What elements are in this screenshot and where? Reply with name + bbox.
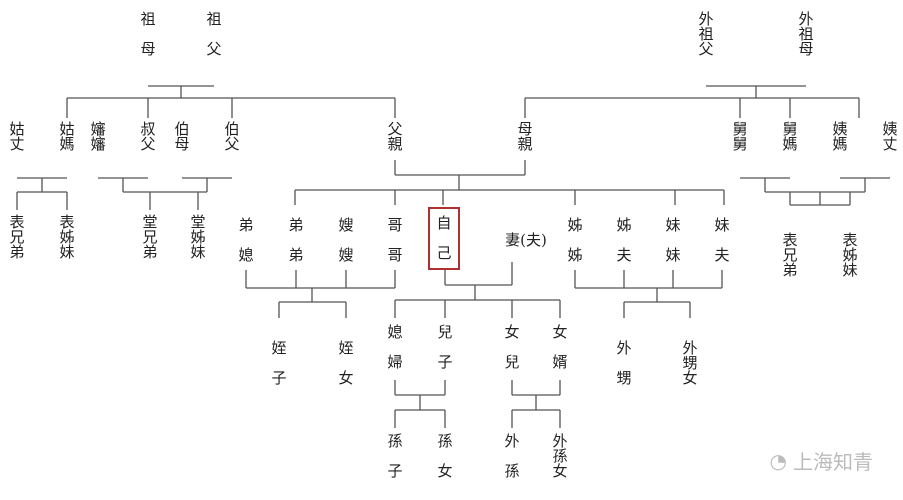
kin-shenshen: 嬸 嬸 [88, 122, 108, 152]
kin-shufu-label: 叔 父 [140, 120, 156, 153]
kin-biaozimei-left: 表 姊 妹 [57, 215, 77, 260]
kin-biaoxiongdi-left: 表 兄 弟 [7, 215, 27, 260]
kin-yizhang-label: 姨 丈 [882, 120, 898, 153]
kin-self: 自 己 [428, 207, 460, 270]
wechat-icon: ◔ [769, 448, 787, 473]
kin-tangzimei-label: 堂 姊 妹 [190, 213, 206, 261]
kin-meifu-label: 妹 夫 [714, 216, 730, 264]
kin-jiefu: 姊 夫 [614, 218, 634, 263]
kin-zhizi: 姪 子 [269, 341, 289, 386]
kin-zufu: 祖 父 [204, 12, 224, 57]
kin-gumama: 姑 媽 [57, 122, 77, 152]
kin-meimei-label: 妹 妹 [665, 216, 681, 264]
kin-jiujiu: 舅 舅 [730, 122, 750, 152]
kin-nuer: 女 兒 [502, 325, 522, 370]
kin-sunnu: 孫 女 [435, 434, 455, 479]
watermark-text: 上海知青 [793, 450, 873, 474]
kin-shufu: 叔 父 [138, 122, 158, 152]
kin-gege: 哥 哥 [385, 218, 405, 263]
kin-sunzi: 孫 子 [385, 434, 405, 479]
kin-didi-label: 弟 弟 [288, 216, 304, 264]
kin-xifu-label: 媳 婦 [387, 323, 403, 371]
kin-waisun: 外 孫 [502, 434, 522, 479]
kin-zhizi-label: 姪 子 [271, 339, 287, 387]
kin-bomu-label: 伯 母 [174, 120, 190, 153]
kin-waisun-label: 外 孫 [504, 432, 520, 480]
kin-yima: 姨 媽 [830, 122, 850, 152]
kin-jiuma-label: 舅 媽 [782, 120, 798, 153]
kin-waisunnu: 外 孫 女 [550, 434, 570, 479]
kin-spouse-label: 妻(夫) [505, 231, 547, 249]
kin-waizufu: 外 祖 父 [696, 12, 716, 57]
kin-dixifu-label: 弟 媳 [238, 216, 254, 264]
kin-biaoxiongdi-right-label: 表 兄 弟 [782, 231, 798, 279]
kin-jiejie: 姊 姊 [565, 218, 585, 263]
kin-meifu: 妹 夫 [712, 218, 732, 263]
kin-jiefu-label: 姊 夫 [616, 216, 632, 264]
kin-waizumu-label: 外 祖 母 [798, 10, 814, 58]
kin-tangzimei: 堂 姊 妹 [188, 215, 208, 260]
kin-waishengnu: 外 甥 女 [680, 341, 700, 386]
kin-meimei: 妹 妹 [663, 218, 683, 263]
kin-zhinu: 姪 女 [336, 341, 356, 386]
kin-gege-label: 哥 哥 [387, 216, 403, 264]
kin-bofu-label: 伯 父 [224, 120, 240, 153]
kin-biaoxiongdi-right: 表 兄 弟 [780, 233, 800, 278]
kin-bomu: 伯 母 [172, 122, 192, 152]
kin-tangxiongdi: 堂 兄 弟 [140, 215, 160, 260]
kin-muqin-label: 母 親 [517, 120, 533, 153]
kin-tangxiongdi-label: 堂 兄 弟 [142, 213, 158, 261]
kin-fuqin: 父 親 [385, 122, 405, 152]
kin-waisheng-label: 外 甥 [616, 339, 632, 387]
kin-fuqin-label: 父 親 [387, 120, 403, 153]
kin-erzi: 兒 子 [435, 325, 455, 370]
kin-waisheng: 外 甥 [614, 341, 634, 386]
kin-bofu: 伯 父 [222, 122, 242, 152]
watermark: ◔ 上海知青 [770, 446, 873, 475]
kin-sunzi-label: 孫 子 [387, 432, 403, 480]
kin-didi: 弟 弟 [286, 218, 306, 263]
kin-jiuma: 舅 媽 [780, 122, 800, 152]
kin-saosao: 嫂 嫂 [336, 218, 356, 263]
kin-biaoxiongdi-left-label: 表 兄 弟 [9, 213, 25, 261]
kin-yima-label: 姨 媽 [832, 120, 848, 153]
kin-gumama-label: 姑 媽 [59, 120, 75, 153]
kin-jiejie-label: 姊 姊 [567, 216, 583, 264]
kin-muqin: 母 親 [515, 122, 535, 152]
kin-self-label: 自 己 [436, 214, 452, 262]
kin-nuxu-label: 女 婿 [552, 323, 568, 371]
kin-guzhang-label: 姑 丈 [9, 120, 25, 153]
kin-yizhang: 姨 丈 [880, 122, 900, 152]
kin-sunnu-label: 孫 女 [437, 432, 453, 480]
kin-waizufu-label: 外 祖 父 [698, 10, 714, 58]
kin-zumu-label: 祖 母 [140, 10, 156, 58]
kin-zufu-label: 祖 父 [206, 10, 222, 58]
kin-jiujiu-label: 舅 舅 [732, 120, 748, 153]
kin-spouse: 妻(夫) [496, 233, 556, 248]
kin-shenshen-label: 嬸 嬸 [90, 120, 106, 153]
kin-biaozimei-right: 表 姊 妹 [840, 233, 860, 278]
kin-xifu: 媳 婦 [385, 325, 405, 370]
kin-nuer-label: 女 兒 [504, 323, 520, 371]
kin-guzhang: 姑 丈 [7, 122, 27, 152]
kin-biaozimei-left-label: 表 姊 妹 [59, 213, 75, 261]
kin-saosao-label: 嫂 嫂 [338, 216, 354, 264]
kin-nuxu: 女 婿 [550, 325, 570, 370]
kin-zumu: 祖 母 [138, 12, 158, 57]
kin-biaozimei-right-label: 表 姊 妹 [842, 231, 858, 279]
kin-waishengnu-label: 外 甥 女 [682, 339, 698, 387]
kin-waizumu: 外 祖 母 [796, 12, 816, 57]
kin-erzi-label: 兒 子 [437, 323, 453, 371]
kin-waisunnu-label: 外 孫 女 [552, 432, 568, 480]
kin-zhinu-label: 姪 女 [338, 339, 354, 387]
kin-dixifu: 弟 媳 [236, 218, 256, 263]
